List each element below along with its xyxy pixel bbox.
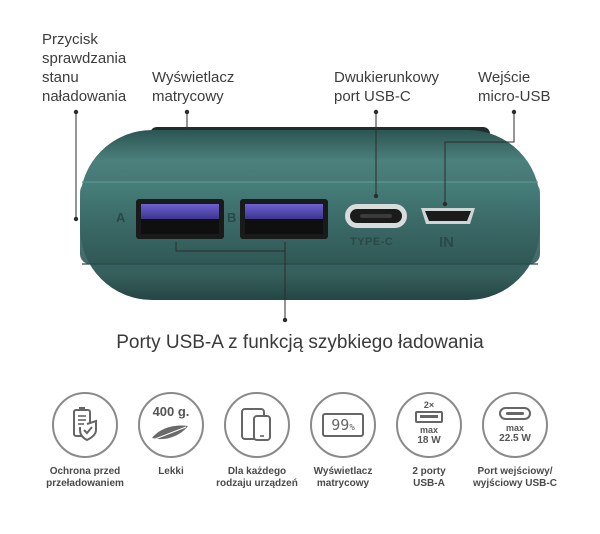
usb-a-icon — [415, 411, 443, 423]
power-text: 18 W — [417, 435, 441, 446]
feature-label: Dla każdego rodzaju urządzeń — [216, 466, 298, 489]
usb-a-caption: Porty USB-A z funkcją szybkiego ładowani… — [116, 332, 484, 353]
power-bank-illustration — [73, 109, 540, 323]
callout-micro-usb-input: Wejście micro-USB — [478, 69, 551, 105]
feature-matrix-display: 99% Wyświetlacz matrycowy — [298, 392, 388, 490]
feature-usb-c-io: max 22.5 W Port wejściowy/ wyjściowy USB… — [470, 392, 560, 490]
feature-light: 400 g. Lekki — [126, 392, 216, 478]
display-value: 99 — [331, 416, 350, 434]
feather-weight-icon — [149, 425, 188, 442]
feature-all-devices: Dla każdego rodzaju urządzeń — [212, 392, 302, 490]
feature-label: Wyświetlacz matrycowy — [313, 466, 373, 489]
feature-label: 2 porty USB-A — [412, 466, 446, 489]
port-count-text: 2× — [423, 400, 435, 410]
power-top-text: max — [505, 423, 524, 433]
usb-c-icon — [499, 407, 531, 420]
power-top-text: max — [419, 425, 438, 435]
callout-matrix-display: Wyświetlacz matrycowy — [152, 69, 235, 105]
feature-label: Lekki — [158, 466, 184, 477]
feature-label: Port wejściowy/ wyjściowy USB-C — [473, 466, 557, 489]
feature-two-usb-a: 2× max 18 W 2 porty USB-A — [384, 392, 474, 490]
in-label: IN — [439, 234, 454, 251]
feature-list: Ochrona przed przeładowaniem 400 g. Lekk… — [40, 392, 560, 502]
port-b-label: B — [227, 210, 237, 225]
power-text: 22.5 W — [499, 433, 531, 444]
devices-icon — [241, 408, 271, 441]
battery-shield-icon — [73, 407, 97, 442]
matrix-display-icon — [322, 413, 364, 437]
feature-label: Ochrona przed przeładowaniem — [46, 466, 124, 489]
callout-dual-usbc: Dwukierunkowy port USB-C — [334, 69, 440, 105]
port-a-label: A — [116, 210, 126, 225]
display-unit: % — [349, 423, 355, 433]
feature-overcharge-protection: Ochrona przed przeładowaniem — [40, 392, 130, 490]
callout-status-button: Przycisk sprawdzania stanu naładowania — [42, 31, 127, 105]
weight-text: 400 g. — [152, 404, 190, 419]
typec-label: TYPE-C — [350, 236, 394, 248]
